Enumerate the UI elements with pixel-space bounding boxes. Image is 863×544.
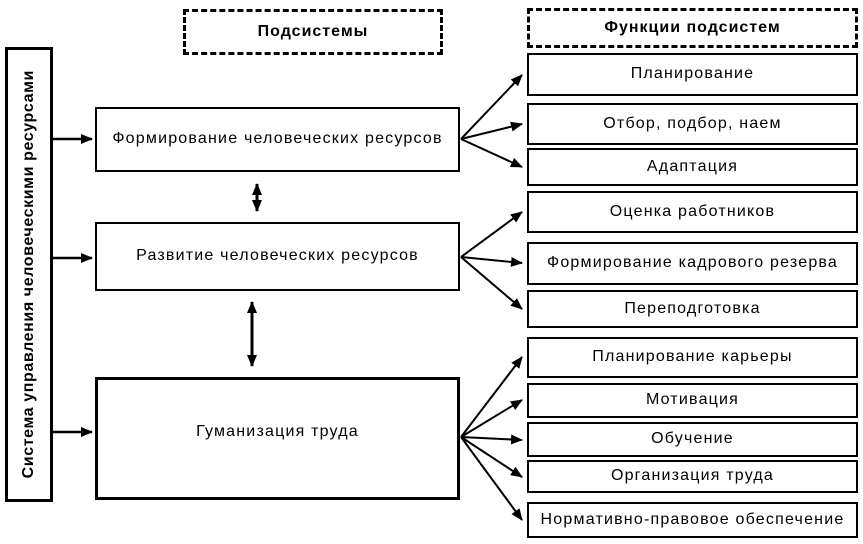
subsystems-header: Подсистемы [183, 9, 443, 55]
function-box-kadrovyj-rezerv: Формирование кадрового резерва [527, 242, 858, 285]
function-box-ocenka-rabotnikov: Оценка работников [527, 191, 858, 233]
function-label: Организация труда [610, 467, 775, 485]
subsystem-label: Развитие человеческих ресурсов [136, 247, 419, 265]
subsystem-label: Гуманизация труда [196, 423, 359, 441]
arrow-subsystem-1-to-fn-5 [460, 256, 523, 310]
function-label: Адаптация [646, 157, 739, 175]
arrow-subsystem-0-to-fn-1 [460, 121, 523, 140]
root-system-label: Система управления человеческими ресурса… [19, 70, 37, 479]
arrow-subsystem-1-to-fn-3 [460, 211, 523, 258]
arrow-subsystem-0-to-fn-2 [460, 138, 523, 168]
function-box-adaptaciya: Адаптация [527, 148, 858, 186]
function-box-otbor-podbor-naem: Отбор, подбор, наем [527, 103, 858, 145]
function-box-organizaciya-truda: Организация труда [527, 460, 858, 493]
subsystem-box-formirovanie: Формирование человеческих ресурсов [95, 107, 460, 172]
functions-header: Функции подсистем [527, 8, 858, 48]
subsystem-label: Формирование человеческих ресурсов [112, 130, 443, 148]
functions-header-label: Функции подсистем [604, 18, 781, 36]
arrow-subsystem-2-to-fn-7 [460, 399, 523, 438]
subsystem-box-razvitie: Развитие человеческих ресурсов [95, 222, 460, 291]
function-label: Планирование [630, 65, 755, 83]
subsystem-box-gumanizaciya: Гуманизация труда [95, 377, 460, 500]
function-label: Нормативно-правовое обеспечение [540, 510, 845, 528]
function-label: Планирование карьеры [592, 348, 793, 366]
function-box-planirovanie: Планирование [527, 53, 858, 96]
function-box-perepodgotovka: Переподготовка [527, 290, 858, 328]
function-box-motivaciya: Мотивация [527, 383, 858, 418]
arrow-subsystem-2-to-fn-6 [460, 356, 523, 438]
function-label: Оценка работников [609, 202, 776, 220]
arrow-subsystem-0-to-fn-0 [460, 74, 523, 140]
function-label: Обучение [651, 430, 734, 448]
function-box-planirovanie-karery: Планирование карьеры [527, 337, 858, 378]
function-box-normativno-pravovoe: Нормативно-правовое обеспечение [527, 502, 858, 538]
function-box-obuchenie: Обучение [527, 422, 858, 457]
arrow-subsystem-2-to-fn-9 [460, 436, 523, 478]
arrow-subsystem-1-to-fn-4 [460, 256, 523, 267]
root-system-box: Система управления человеческими ресурса… [5, 47, 53, 502]
function-label: Мотивация [645, 391, 740, 409]
arrow-subsystem-2-to-fn-10 [460, 436, 523, 521]
subsystems-header-label: Подсистемы [257, 22, 369, 40]
function-label: Формирование кадрового резерва [546, 254, 839, 272]
arrow-subsystem-2-to-fn-8 [460, 434, 523, 445]
function-label: Отбор, подбор, наем [603, 114, 782, 132]
function-label: Переподготовка [624, 299, 761, 317]
